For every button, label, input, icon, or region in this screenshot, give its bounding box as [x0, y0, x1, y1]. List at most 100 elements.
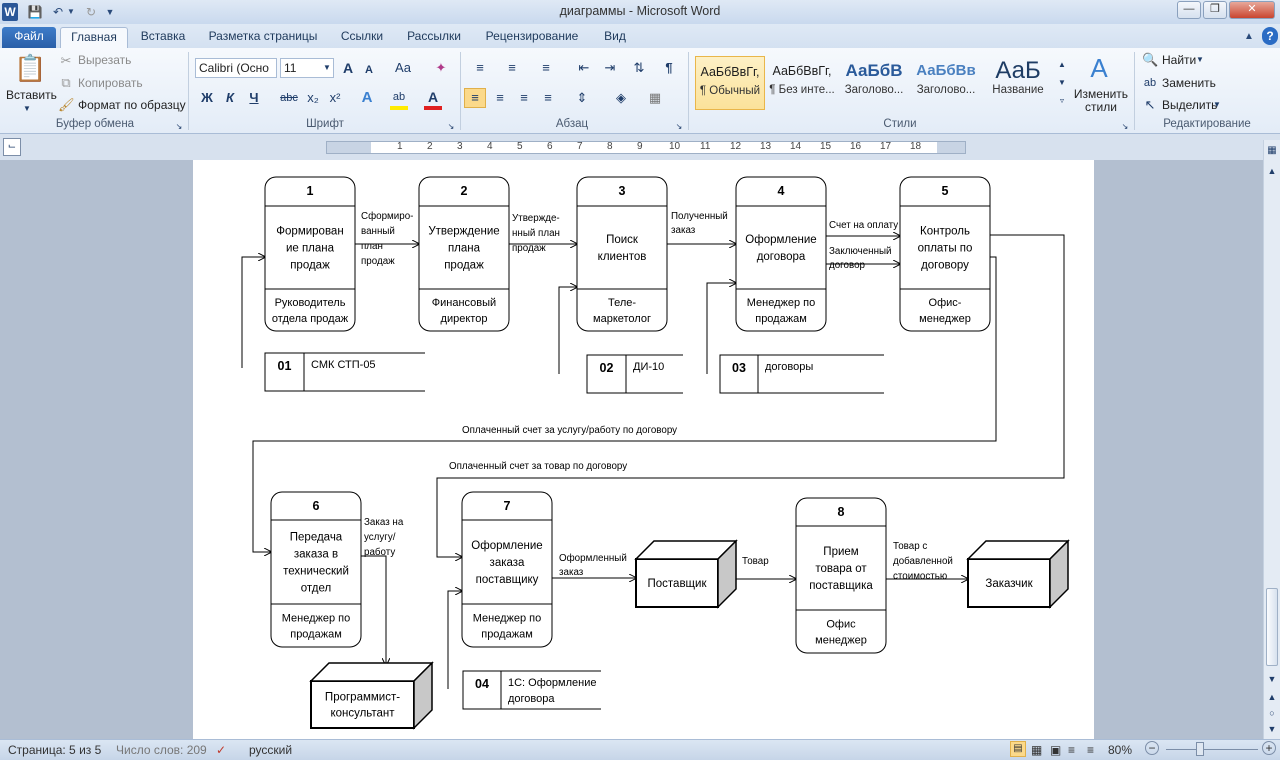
justify-icon[interactable]: ≡: [544, 90, 552, 105]
line-spacing-icon[interactable]: ⇕: [576, 90, 588, 105]
paste-icon[interactable]: 📋: [14, 53, 47, 83]
minimize-ribbon-icon[interactable]: ▲: [1244, 31, 1254, 42]
scroll-up-icon[interactable]: ▲: [1267, 166, 1277, 176]
superscript-icon[interactable]: x²: [329, 90, 341, 105]
close-icon[interactable]: ✕: [1229, 1, 1275, 19]
maximize-icon[interactable]: ❐: [1203, 1, 1227, 19]
paragraph-launcher-icon[interactable]: ↘: [675, 122, 683, 131]
tab-review[interactable]: Рецензирование: [485, 29, 579, 43]
zoom-out-icon[interactable]: −: [1145, 741, 1159, 755]
align-center-icon[interactable]: ≡: [496, 90, 504, 105]
page-count[interactable]: Страница: 5 из 5: [8, 743, 102, 757]
sort-icon[interactable]: ⇅: [633, 60, 645, 75]
shading-icon[interactable]: ◈: [616, 90, 626, 105]
align-right-icon[interactable]: ≡: [520, 90, 528, 105]
format-painter-button[interactable]: Формат по образцу: [78, 98, 186, 112]
align-left-icon[interactable]: ≡: [464, 88, 486, 108]
increase-indent-icon[interactable]: ⇥: [604, 60, 616, 75]
style-no-spacing[interactable]: АаБбВвГг, ¶ Без инте...: [767, 56, 837, 110]
grow-font-icon[interactable]: A: [342, 60, 354, 76]
save-icon[interactable]: 💾: [27, 5, 43, 19]
styles-scroll-down-icon[interactable]: ▼: [1058, 78, 1066, 87]
scroll-down-icon[interactable]: ▼: [1267, 674, 1277, 684]
tab-view[interactable]: Вид: [604, 29, 626, 43]
spelling-icon[interactable]: ✓: [216, 743, 227, 757]
undo-icon[interactable]: ↶: [52, 5, 64, 19]
customize-icon[interactable]: ▼: [105, 7, 115, 17]
print-layout-icon[interactable]: ▤: [1010, 741, 1026, 757]
style-heading2[interactable]: АаБбВв Заголово...: [911, 56, 981, 110]
style-heading1[interactable]: АаБбВ Заголово...: [839, 56, 909, 110]
underline-icon[interactable]: Ч: [249, 90, 259, 105]
tab-page-layout[interactable]: Разметка страницы: [208, 29, 318, 43]
tab-mailings[interactable]: Рассылки: [407, 29, 461, 43]
draft-icon[interactable]: ≡: [1087, 743, 1095, 757]
tab-file[interactable]: Файл: [2, 27, 56, 48]
font-size-dropdown-icon[interactable]: ▼: [323, 63, 331, 72]
decrease-indent-icon[interactable]: ⇤: [578, 60, 590, 75]
horizontal-ruler[interactable]: 112345678910111213141516171819: [326, 141, 966, 154]
tab-insert[interactable]: Вставка: [140, 29, 186, 43]
subscript-icon[interactable]: x₂: [307, 90, 319, 105]
styles-launcher-icon[interactable]: ↘: [1121, 122, 1129, 131]
help-icon[interactable]: ?: [1262, 27, 1278, 45]
next-page-icon[interactable]: ▼: [1267, 724, 1277, 734]
find-icon[interactable]: 🔍: [1142, 52, 1159, 67]
outline-icon[interactable]: ≡: [1068, 743, 1076, 757]
select-dropdown-icon[interactable]: ▼: [1213, 100, 1221, 109]
copy-icon[interactable]: ⧉: [61, 75, 71, 90]
find-dropdown-icon[interactable]: ▼: [1196, 55, 1204, 64]
tab-home[interactable]: Главная: [60, 27, 128, 48]
vertical-scrollbar[interactable]: ▦ ▲ ▼ ▲ ○ ▼: [1263, 140, 1280, 739]
replace-button[interactable]: Заменить: [1162, 76, 1216, 90]
styles-more-icon[interactable]: ▿: [1059, 96, 1064, 105]
minimize-icon[interactable]: —: [1177, 1, 1201, 19]
select-icon[interactable]: ↖: [1144, 97, 1156, 112]
change-styles-icon[interactable]: A: [1090, 53, 1108, 83]
language[interactable]: русский: [249, 743, 293, 757]
web-layout-icon[interactable]: ▣: [1050, 743, 1062, 757]
text-effects-icon[interactable]: A: [361, 89, 373, 106]
scroll-thumb[interactable]: [1266, 588, 1278, 666]
bullets-icon[interactable]: ≡: [476, 60, 484, 75]
tab-references[interactable]: Ссылки: [340, 29, 384, 43]
font-size-combo[interactable]: 11: [280, 58, 334, 78]
cut-icon[interactable]: ✂: [60, 53, 72, 68]
zoom-level[interactable]: 80%: [1108, 743, 1133, 757]
prev-page-icon[interactable]: ▲: [1267, 692, 1277, 702]
highlight-icon[interactable]: ab: [390, 88, 408, 110]
zoom-slider-thumb[interactable]: [1196, 742, 1204, 756]
word-count[interactable]: Число слов: 209: [116, 743, 207, 757]
show-marks-icon[interactable]: ¶: [665, 60, 673, 75]
full-screen-icon[interactable]: ▦: [1031, 743, 1043, 757]
redo-icon[interactable]: ↻: [85, 5, 97, 19]
borders-icon[interactable]: ▦: [648, 90, 662, 105]
tab-selector-icon[interactable]: ⌙: [3, 138, 21, 156]
font-launcher-icon[interactable]: ↘: [447, 122, 455, 131]
paste-button[interactable]: Вставить: [6, 88, 57, 102]
font-name-combo[interactable]: Calibri (Осно: [195, 58, 277, 78]
format-painter-icon[interactable]: 🖌: [58, 97, 75, 112]
zoom-in-icon[interactable]: +: [1262, 741, 1276, 755]
replace-icon[interactable]: ab: [1143, 77, 1157, 89]
clear-format-icon[interactable]: ✦: [435, 60, 447, 75]
style-title[interactable]: АаБ Название: [983, 56, 1053, 110]
select-button[interactable]: Выделить: [1162, 98, 1218, 112]
bold-icon[interactable]: Ж: [201, 90, 213, 105]
multilevel-list-icon[interactable]: ≡: [542, 60, 550, 75]
find-button[interactable]: Найти: [1162, 53, 1197, 67]
zoom-slider[interactable]: [1166, 749, 1258, 750]
ruler-toggle-icon[interactable]: ▦: [1267, 145, 1277, 156]
browse-object-icon[interactable]: ○: [1269, 708, 1275, 718]
numbering-icon[interactable]: ≡: [508, 60, 516, 75]
copy-button[interactable]: Копировать: [78, 76, 143, 90]
font-color-icon[interactable]: A: [424, 88, 442, 110]
italic-icon[interactable]: К: [226, 90, 234, 105]
shrink-font-icon[interactable]: A: [365, 64, 373, 76]
undo-dropdown-icon[interactable]: ▼: [67, 7, 75, 16]
word-logo-icon[interactable]: W: [2, 3, 18, 21]
paste-dropdown-icon[interactable]: ▼: [23, 104, 31, 113]
styles-scroll-up-icon[interactable]: ▲: [1058, 60, 1066, 69]
change-styles-button[interactable]: Изменить стили: [1073, 87, 1129, 114]
